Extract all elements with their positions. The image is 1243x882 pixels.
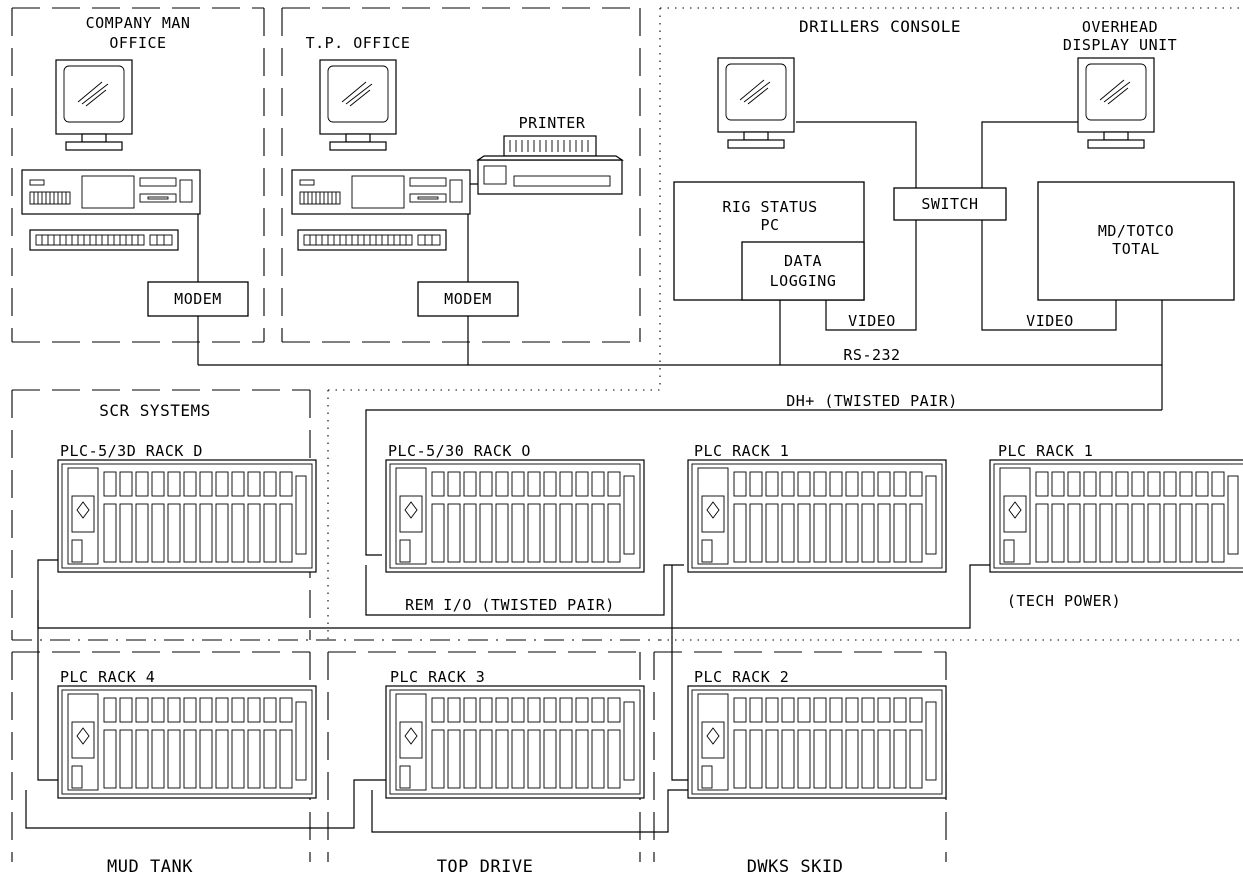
md-totco-box bbox=[1037, 181, 1235, 301]
cpu-icon bbox=[21, 169, 201, 215]
plc-rack-1-a-label: PLC RACK 1 bbox=[694, 442, 789, 460]
rem-io-label: REM I/O (TWISTED PAIR) bbox=[405, 596, 615, 614]
plc-rack-main-0-icon bbox=[385, 459, 645, 573]
drillers-console-label: DRILLERS CONSOLE bbox=[799, 17, 961, 36]
overhead-display-label-2: DISPLAY UNIT bbox=[1063, 36, 1177, 54]
tp-office-label: T.P. OFFICE bbox=[306, 34, 411, 52]
plc-rack-1-b-label: PLC RACK 1 bbox=[998, 442, 1093, 460]
modem-2-box bbox=[417, 281, 519, 317]
plc-rack-2-label: PLC RACK 2 bbox=[694, 668, 789, 686]
scr-systems-label: SCR SYSTEMS bbox=[99, 401, 210, 420]
printer-icon bbox=[476, 135, 624, 195]
mud-tank-label: MUD TANK bbox=[107, 857, 193, 877]
plc-rack-main-0-label: PLC-5/30 RACK O bbox=[388, 442, 531, 460]
switch-box bbox=[893, 187, 1007, 221]
rig-status-monitor-icon bbox=[717, 57, 795, 149]
md-totco-label-1: MD/TOTCO bbox=[1098, 222, 1174, 240]
plc-rack-4-icon bbox=[57, 685, 317, 799]
plc-rack-scr-0-label: PLC-5/3D RACK D bbox=[60, 442, 203, 460]
dwks-skid-label: DWKS SKID bbox=[747, 857, 844, 877]
overhead-monitor-icon bbox=[1077, 57, 1155, 149]
top-drive-label: TOP DRIVE bbox=[437, 857, 534, 877]
monitor-icon bbox=[55, 59, 133, 151]
tech-power-label: (TECH POWER) bbox=[1007, 592, 1121, 610]
video-2-label: VIDEO bbox=[1026, 312, 1074, 330]
plc-rack-1-b-icon bbox=[989, 459, 1243, 573]
plc-rack-1-a-icon bbox=[687, 459, 947, 573]
modem-2-label: MODEM bbox=[444, 290, 492, 308]
video-1-label: VIDEO bbox=[848, 312, 896, 330]
cpu-icon bbox=[291, 169, 471, 215]
data-logging-label-2: LOGGING bbox=[770, 272, 837, 290]
plc-rack-3-icon bbox=[385, 685, 645, 799]
modem-1-label: MODEM bbox=[174, 290, 222, 308]
data-logging-label-1: DATA bbox=[784, 252, 822, 270]
zone-borders bbox=[11, 7, 1243, 862]
data-logging-box bbox=[741, 241, 865, 301]
modem-1-box bbox=[147, 281, 249, 317]
company-man-office-label-1: COMPANY MAN bbox=[86, 14, 191, 32]
overhead-display-label-1: OVERHEAD bbox=[1082, 18, 1158, 36]
rs232-label: RS-232 bbox=[843, 346, 900, 364]
plc-rack-4-label: PLC RACK 4 bbox=[60, 668, 155, 686]
dh-plus-label: DH+ (TWISTED PAIR) bbox=[786, 392, 958, 410]
rig-status-pc-label-2: PC bbox=[760, 216, 779, 234]
switch-label: SWITCH bbox=[921, 195, 978, 213]
plc-rack-scr-0-icon bbox=[57, 459, 317, 573]
rig-status-pc-label-1: RIG STATUS bbox=[722, 198, 817, 216]
company-man-office-label-2: OFFICE bbox=[109, 34, 166, 52]
md-totco-label-2: TOTAL bbox=[1112, 240, 1160, 258]
printer-label: PRINTER bbox=[519, 114, 586, 132]
company-man-computer bbox=[21, 59, 201, 251]
monitor-icon bbox=[319, 59, 397, 151]
plc-rack-3-label: PLC RACK 3 bbox=[390, 668, 485, 686]
keyboard-icon bbox=[29, 229, 179, 251]
keyboard-icon bbox=[297, 229, 447, 251]
tp-office-computer bbox=[291, 59, 471, 251]
plc-rack-2-icon bbox=[687, 685, 947, 799]
